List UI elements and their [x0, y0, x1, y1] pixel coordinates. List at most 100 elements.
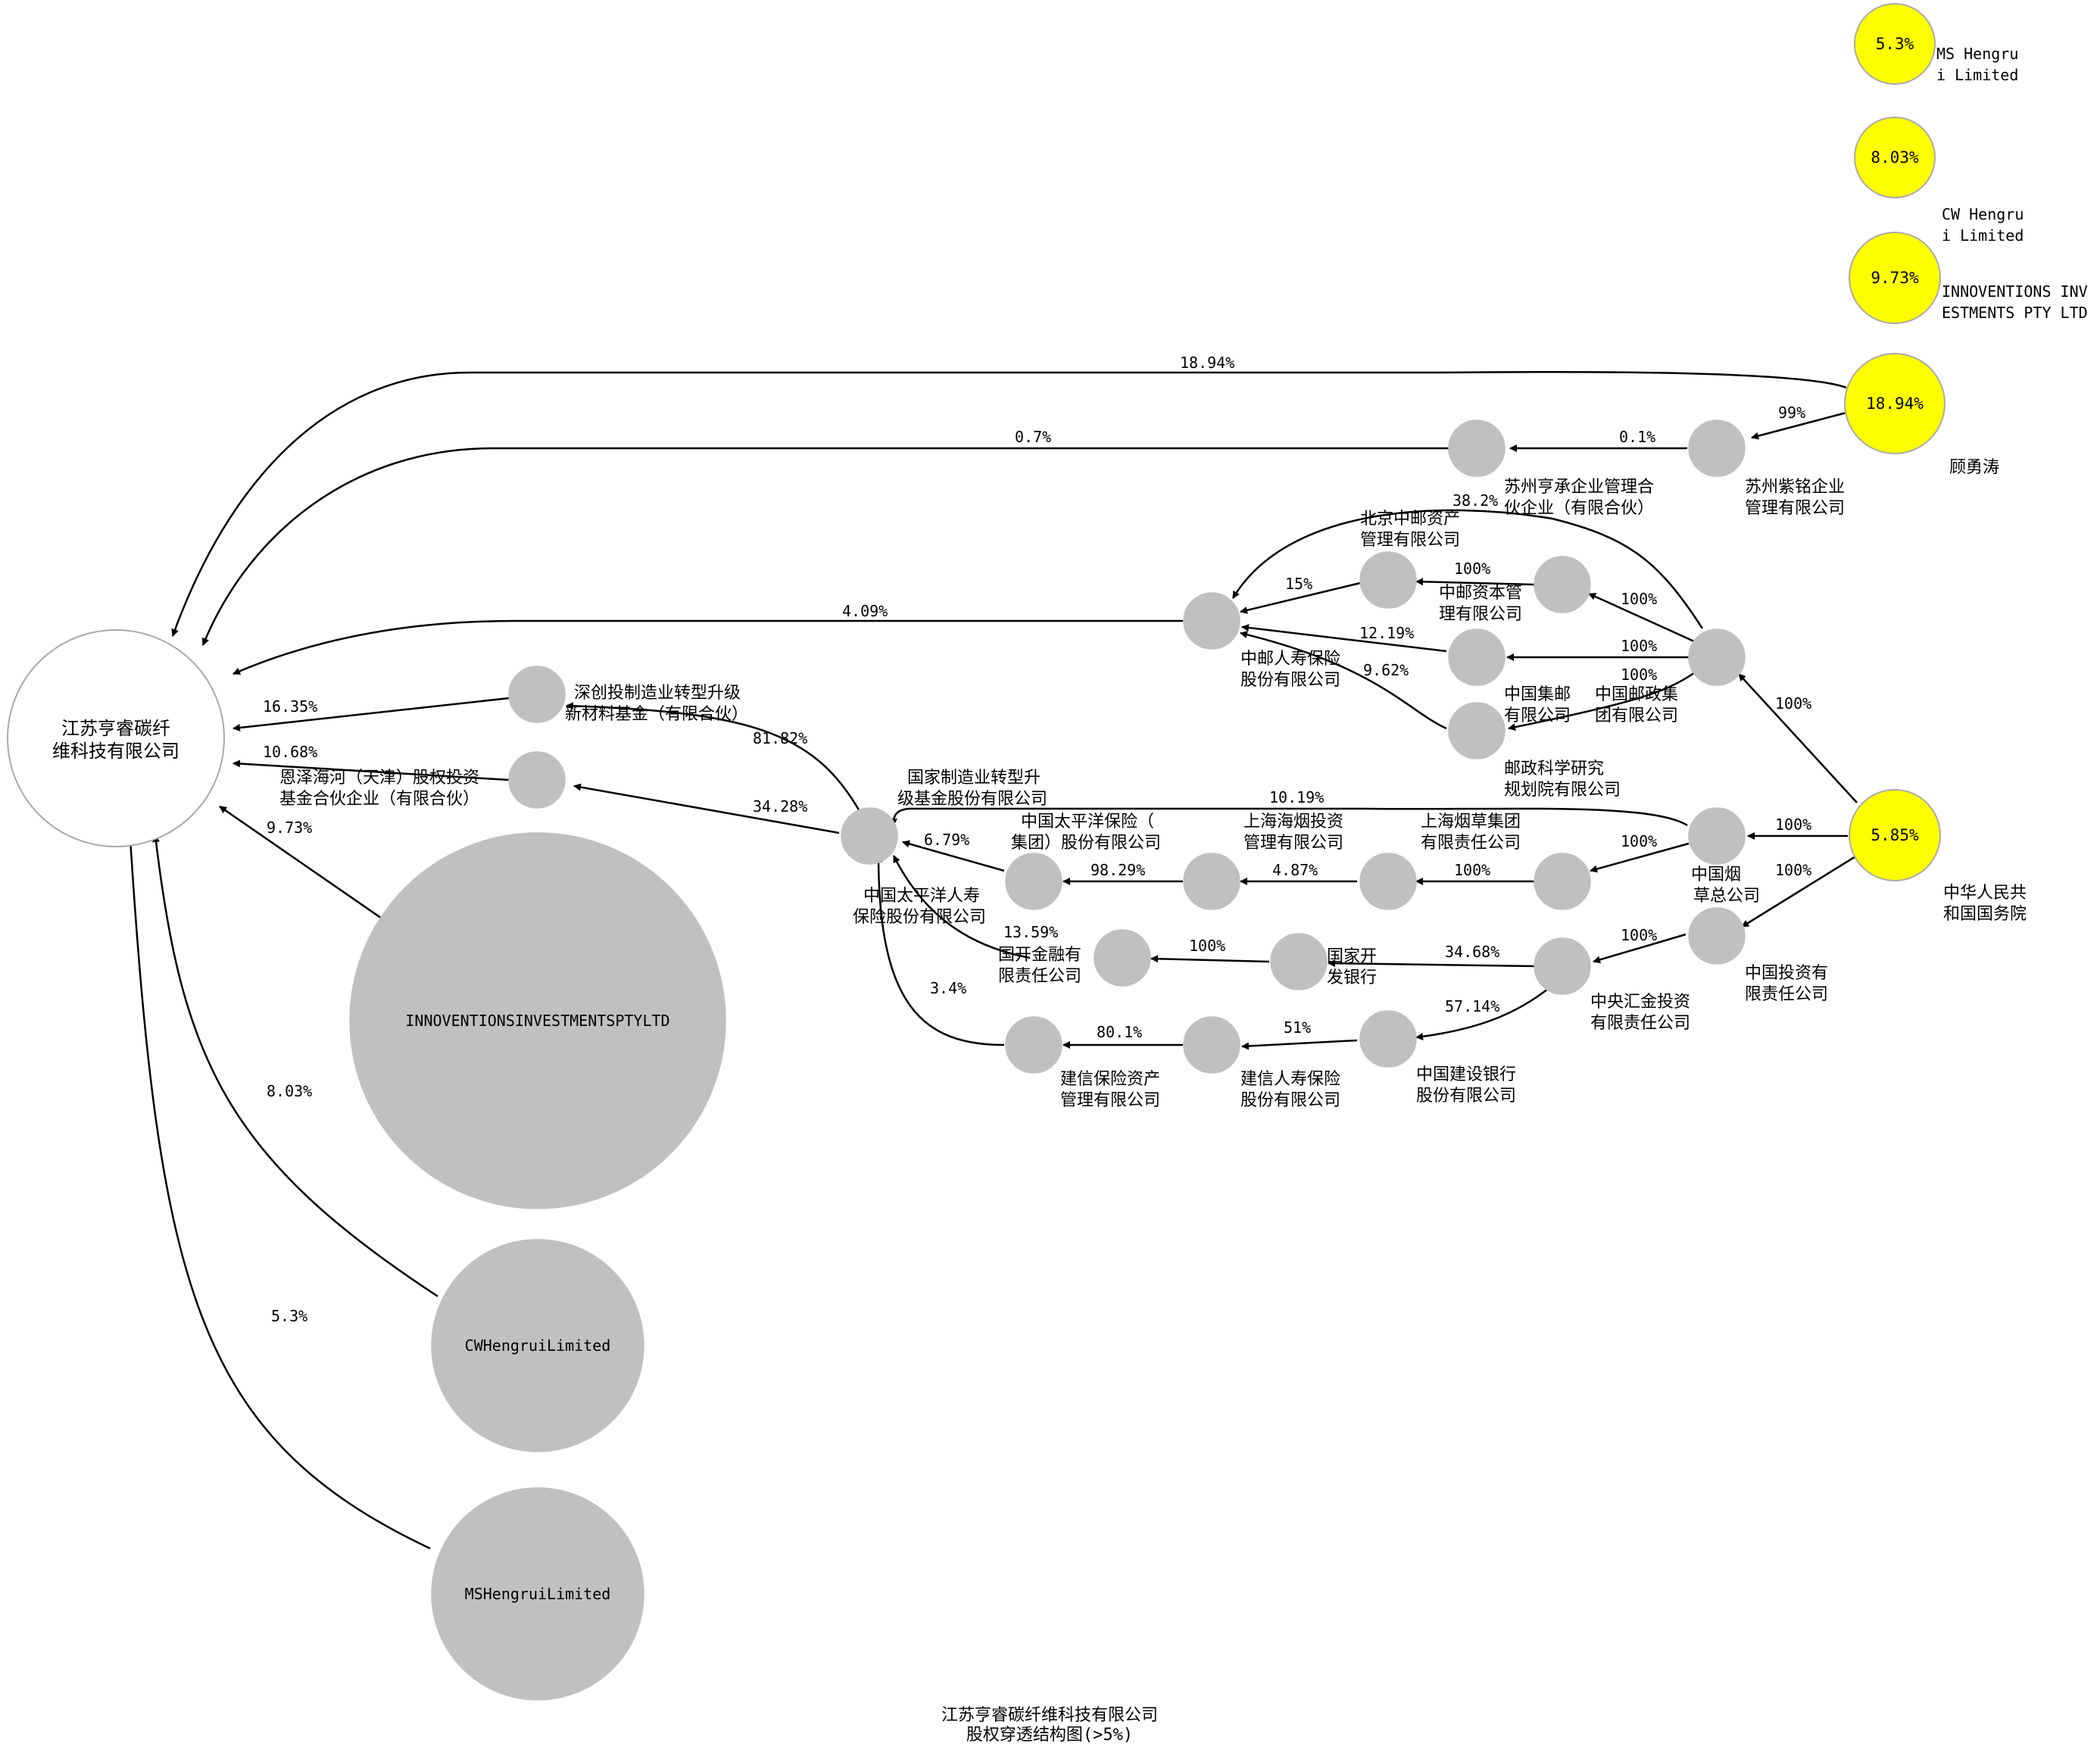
edge-ez-root [232, 759, 510, 781]
zhongyou-life-node[interactable] [1183, 592, 1240, 650]
edge-post-capital [1588, 592, 1703, 647]
gu-yongtao-node[interactable] [1844, 353, 1946, 454]
edge-gyt-zm [1751, 411, 1847, 440]
edge-ms-root [126, 838, 431, 1550]
china-tobacco-node[interactable] [1688, 807, 1746, 865]
huijin-node[interactable] [1534, 937, 1591, 995]
cdb-finance-node[interactable] [1094, 929, 1151, 987]
edge-label: 100% [1775, 694, 1811, 713]
national-fund-node[interactable] [841, 807, 898, 865]
node-label: 苏州紫铭企业管理有限公司 [1745, 478, 1845, 518]
node-value: 8.03% [1871, 148, 1919, 167]
innoventions-holder-node[interactable] [1849, 232, 1941, 324]
suzhou-ziming-node[interactable] [1688, 419, 1746, 477]
china-investment-node[interactable] [1688, 907, 1746, 965]
edge-label: 51% [1284, 1018, 1311, 1037]
post-research-node[interactable] [1448, 702, 1506, 759]
state-council-node[interactable] [1849, 789, 1941, 881]
ccb-life-node[interactable] [1183, 1016, 1240, 1074]
edge-ccb-ccblife [1241, 1039, 1358, 1050]
node-label: CWHengruiLimited [465, 1336, 611, 1355]
edge-label: 9.73% [267, 819, 312, 837]
node-label: 恩泽海河（天津）股权投资基金合伙企业（有限合伙） [279, 769, 479, 809]
edge-invest-huijin [1593, 933, 1687, 964]
ccb-asset-mgmt-node[interactable] [1005, 1016, 1062, 1074]
china-jiyou-node[interactable] [1448, 628, 1506, 686]
suzhou-hengcheng-node[interactable] [1448, 419, 1506, 477]
node-label: 中国建设银行股份有限公司 [1416, 1065, 1516, 1106]
edge-post-bjzy [1231, 509, 1704, 629]
edge-inno-root [219, 805, 387, 923]
edges: 18.94% 0.7% 0.1% 99% 4.09% 16.35% 10.68%… [126, 354, 1858, 1550]
shenchuang-fund-node[interactable] [508, 666, 566, 723]
ms-hengrui-node[interactable] [431, 1487, 644, 1701]
edge-label: 12.19% [1359, 624, 1414, 642]
edge-label: 4.09% [842, 602, 888, 620]
node-label: 中央汇金投资有限责任公司 [1590, 993, 1690, 1033]
shanghai-haiyan-node[interactable] [1183, 853, 1240, 910]
edge-capital-bjzy [1415, 578, 1535, 586]
node-label: 中邮人寿保险股份有限公司 [1240, 650, 1340, 690]
nodes [7, 3, 1946, 1701]
node-label: 中国集邮有限公司 [1504, 685, 1571, 725]
node-label: 深创投制造业转型升级新材料基金（有限合伙） [565, 684, 748, 724]
edge-tobacco-natfund [890, 807, 1688, 827]
node-label: 中国太平洋保险（集团）股份有限公司 [1011, 812, 1161, 853]
node-label: 中华人民共和国国务院 [1943, 884, 2027, 924]
node-label: 国开金融有限责任公司 [998, 946, 1081, 986]
edge-label: 98.29% [1091, 861, 1145, 879]
node-labels: 江苏亨睿碳纤维科技有限公司 5.3% 8.03% 9.73% 18.94% 5.… [52, 35, 2088, 1603]
node-label: 中国投资有限责任公司 [1745, 964, 1828, 1004]
edge-label: 100% [1454, 560, 1490, 578]
edge-label: 4.87% [1272, 861, 1318, 879]
cpic-group-node[interactable] [1005, 853, 1062, 910]
china-post-node[interactable] [1688, 628, 1746, 686]
edge-hc-root [201, 447, 1456, 646]
edge-cw-root [152, 834, 438, 1298]
node-label: 建信保险资产管理有限公司 [1060, 1070, 1160, 1110]
node-label: 顾勇涛 [1949, 458, 1999, 477]
node-label: 国家制造业转型升级基金股份有限公司 [897, 769, 1047, 809]
cw-hengrui-holder-node[interactable] [1854, 117, 1936, 198]
edge-sc-root [232, 697, 510, 731]
ms-hengrui-holder-node[interactable] [1854, 3, 1936, 85]
node-label: 国家开发银行 [1327, 947, 1377, 987]
edge-label: 15% [1285, 575, 1312, 593]
shanghai-tobacco-node[interactable] [1534, 853, 1591, 910]
edge-label: 8.03% [267, 1082, 312, 1100]
zhongyou-capital-node[interactable] [1534, 556, 1591, 613]
ccb-node[interactable] [1359, 1010, 1417, 1068]
node-value: 18.94% [1866, 395, 1924, 413]
edge-tobacco-shtobacco [1590, 842, 1690, 873]
node-label: 中国太平洋人寿保险股份有限公司 [853, 887, 986, 927]
node-label: 北京中邮资产管理有限公司 [1360, 510, 1460, 550]
enze-fund-node[interactable] [508, 751, 566, 809]
root-label: 江苏亨睿碳纤维科技有限公司 [52, 718, 179, 762]
edge-huijin-ccb [1415, 988, 1549, 1040]
edge-natfund-sc [566, 702, 865, 819]
edge-cdb-cdbfin [1150, 955, 1270, 963]
cdb-node[interactable] [1270, 933, 1328, 990]
edge-label: 16.35% [263, 697, 317, 716]
edge-label: 10.68% [263, 743, 317, 761]
beijing-zhongyou-asset-node[interactable] [1359, 551, 1417, 609]
cw-hengrui-node[interactable] [431, 1239, 644, 1452]
edge-gyt-root [171, 370, 1847, 637]
edge-label: 80.1% [1097, 1023, 1142, 1041]
edge-label: 100% [1621, 637, 1657, 655]
edge-label: 18.94% [1180, 354, 1234, 372]
root-node[interactable] [7, 629, 225, 847]
edge-label: 34.68% [1445, 943, 1499, 961]
edge-label: 3.4% [930, 979, 966, 997]
shanghai-tobacco-mid-node[interactable] [1359, 853, 1417, 910]
innoventions-node[interactable] [349, 832, 726, 1209]
edge-label: 100% [1189, 937, 1225, 955]
edge-label: 6.79% [924, 831, 969, 849]
node-label: 上海烟草集团有限责任公司 [1421, 812, 1521, 853]
edge-ccbam-natfund [875, 855, 1005, 1046]
node-label: MSHengruiLimited [465, 1585, 611, 1603]
edge-label: 34.28% [753, 797, 807, 816]
node-value: 5.3% [1876, 35, 1914, 53]
